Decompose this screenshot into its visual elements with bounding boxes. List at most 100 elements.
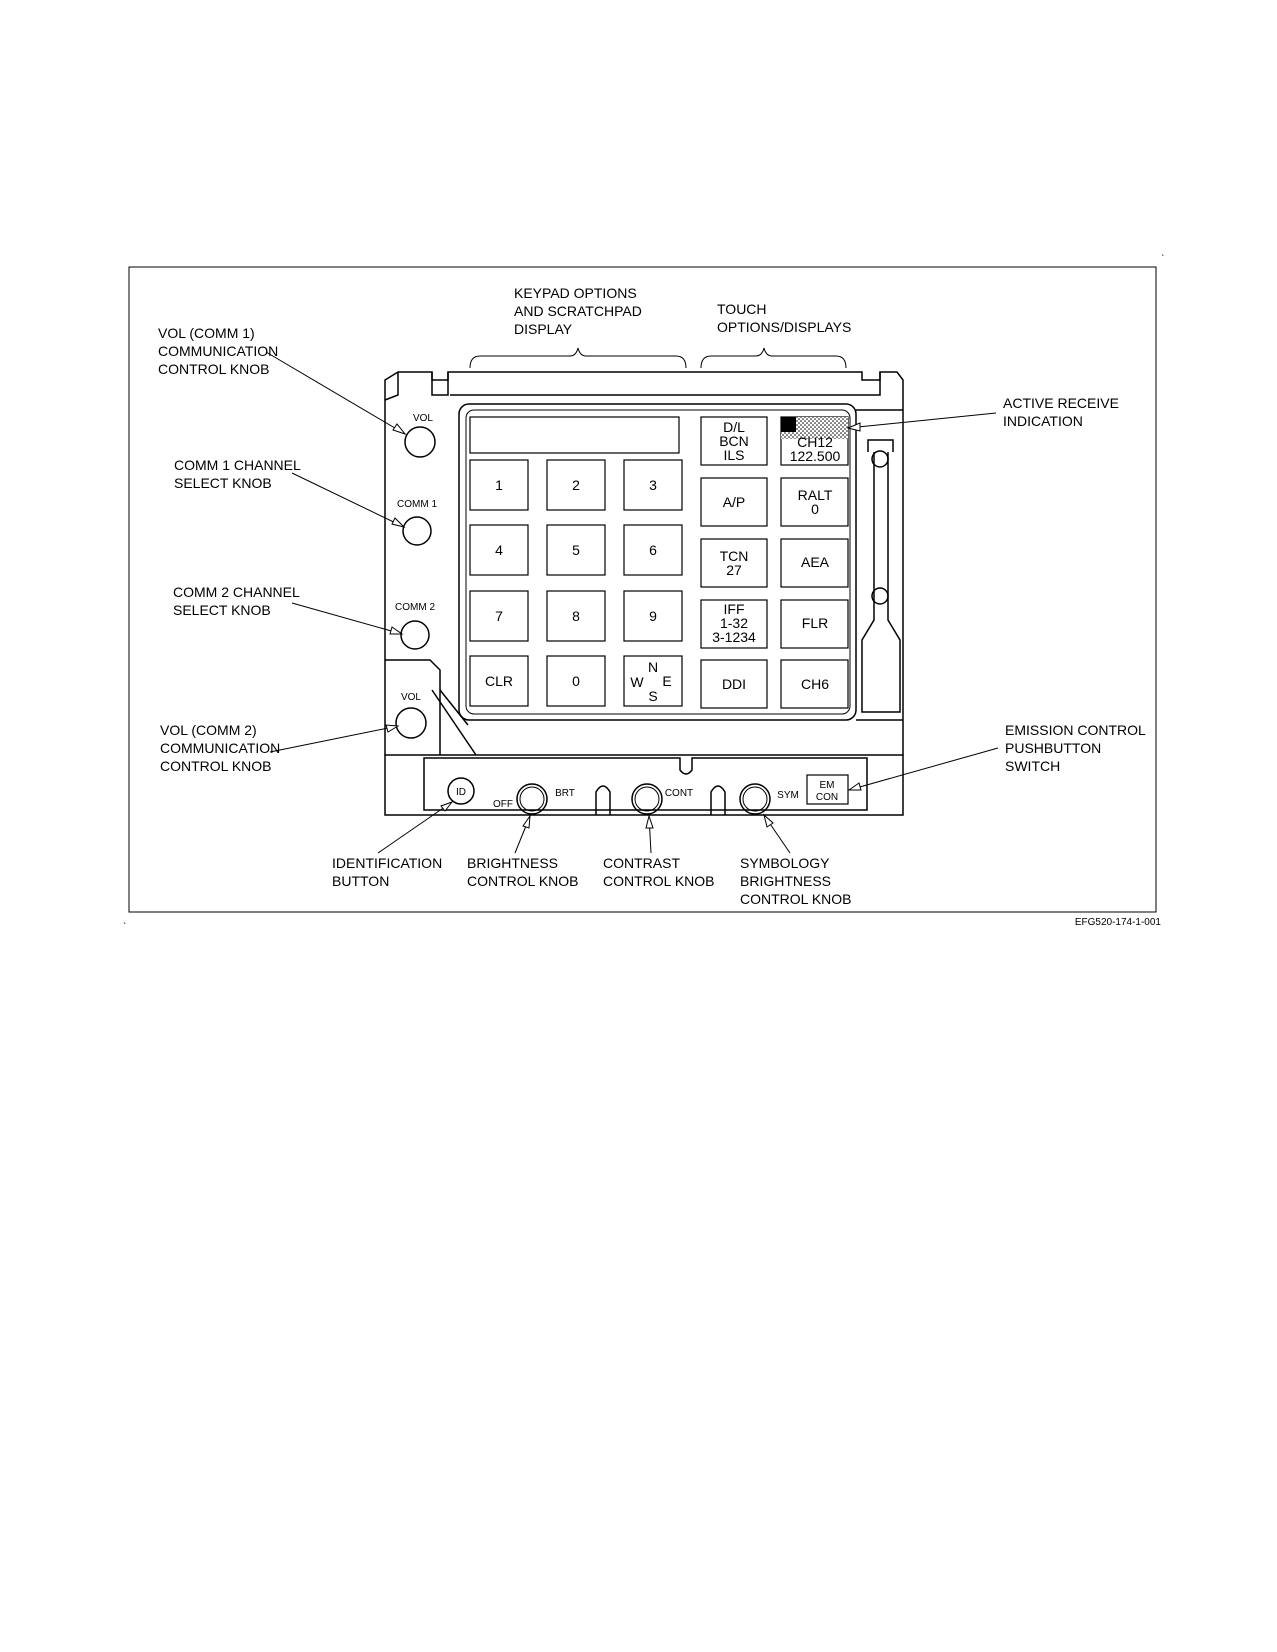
key-8[interactable]: 8 (546, 590, 606, 642)
comm1-channel-knob[interactable]: COMM 1 (397, 499, 437, 546)
label-emission-control: EMISSION CONTROL PUSHBUTTON SWITCH (1005, 722, 1146, 774)
figure-id: EFG520-174-1-001 (1075, 917, 1162, 928)
touch-key-flr[interactable]: FLR (780, 599, 849, 649)
key-2[interactable]: 2 (546, 459, 606, 511)
svg-text:CH12: CH12 (797, 434, 833, 450)
id-button[interactable]: ID (447, 777, 475, 805)
svg-text:DISPLAY: DISPLAY (514, 321, 573, 337)
touch-options: D/L BCN ILS CH12 122.500 A/P RALT 0 TCN … (700, 416, 849, 709)
svg-text:BCN: BCN (719, 433, 749, 449)
svg-text:CH6: CH6 (801, 676, 829, 692)
svg-text:PUSHBUTTON: PUSHBUTTON (1005, 740, 1101, 756)
label-active-receive: ACTIVE RECEIVE INDICATION (1003, 395, 1119, 429)
key-7[interactable]: 7 (469, 590, 529, 642)
svg-text:CONTROL KNOB: CONTROL KNOB (158, 361, 270, 377)
vol-comm1-knob[interactable]: VOL (404, 413, 436, 458)
label-comm1-channel: COMM 1 CHANNEL SELECT KNOB (174, 457, 301, 491)
comm2-channel-knob[interactable]: COMM 2 (395, 602, 435, 650)
svg-text:A/P: A/P (723, 494, 746, 510)
keypad: 1 2 3 4 5 6 7 8 9 CLR 0 N W E S (469, 459, 683, 707)
vol-bottom-label: VOL (401, 692, 421, 703)
off-label: OFF (493, 799, 513, 810)
svg-text:COMM 2 CHANNEL: COMM 2 CHANNEL (173, 584, 300, 600)
svg-text:IDENTIFICATION: IDENTIFICATION (332, 855, 442, 871)
svg-text:INDICATION: INDICATION (1003, 413, 1083, 429)
touch-key-ch12[interactable]: CH12 122.500 (780, 416, 849, 466)
label-contrast: CONTRAST CONTROL KNOB (603, 855, 715, 889)
svg-text:1-32: 1-32 (720, 615, 748, 631)
key-9[interactable]: 9 (623, 590, 683, 642)
svg-text:3-1234: 3-1234 (712, 629, 756, 645)
svg-text:CONTRAST: CONTRAST (603, 855, 680, 871)
scratchpad-display (469, 416, 680, 454)
svg-text:EMISSION CONTROL: EMISSION CONTROL (1005, 722, 1146, 738)
label-touch-options: TOUCH OPTIONS/DISPLAYS (717, 301, 851, 335)
sym-label: SYM (777, 790, 799, 801)
touch-key-iff[interactable]: IFF 1-32 3-1234 (700, 599, 768, 649)
figure-frame (128, 266, 1157, 913)
svg-text:SELECT KNOB: SELECT KNOB (174, 475, 272, 491)
touch-key-aea[interactable]: AEA (780, 538, 849, 588)
svg-text:5: 5 (572, 542, 580, 558)
touch-key-ch6[interactable]: CH6 (780, 659, 849, 709)
key-5[interactable]: 5 (546, 524, 606, 576)
vol-top-label: VOL (413, 413, 433, 424)
svg-text:`: ` (123, 921, 126, 933)
svg-text:TCN: TCN (720, 548, 749, 564)
emcon-button[interactable]: EM CON (806, 774, 849, 805)
touch-key-ddi[interactable]: DDI (700, 659, 768, 709)
svg-text:SYMBOLOGY: SYMBOLOGY (740, 855, 830, 871)
svg-text:KEYPAD OPTIONS: KEYPAD OPTIONS (514, 285, 637, 301)
svg-text:CONTROL KNOB: CONTROL KNOB (740, 891, 852, 907)
active-receive-indicator (781, 417, 796, 432)
label-symbology: SYMBOLOGY BRIGHTNESS CONTROL KNOB (740, 855, 852, 907)
touch-key-ap[interactable]: A/P (700, 477, 768, 527)
svg-text:AEA: AEA (801, 554, 830, 570)
contrast-knob[interactable] (631, 783, 663, 815)
svg-text:BRIGHTNESS: BRIGHTNESS (467, 855, 558, 871)
svg-text:6: 6 (649, 542, 657, 558)
svg-text:TOUCH: TOUCH (717, 301, 767, 317)
compass-n: N (648, 659, 658, 675)
label-identification: IDENTIFICATION BUTTON (332, 855, 442, 889)
svg-text:CLR: CLR (485, 673, 513, 689)
svg-text:OPTIONS/DISPLAYS: OPTIONS/DISPLAYS (717, 319, 851, 335)
label-keypad-options: KEYPAD OPTIONS AND SCRATCHPAD DISPLAY (514, 285, 642, 337)
svg-text:1: 1 (495, 477, 503, 493)
label-vol-comm1: VOL (COMM 1) COMMUNICATION CONTROL KNOB (158, 325, 278, 377)
brightness-knob[interactable] (516, 783, 548, 815)
svg-text:SWITCH: SWITCH (1005, 758, 1060, 774)
svg-text:122.500: 122.500 (790, 448, 841, 464)
svg-text:2: 2 (572, 477, 580, 493)
touch-key-dl[interactable]: D/L BCN ILS (700, 416, 768, 466)
svg-text:COMMUNICATION: COMMUNICATION (160, 740, 280, 756)
svg-text:SELECT KNOB: SELECT KNOB (173, 602, 271, 618)
svg-text:ACTIVE RECEIVE: ACTIVE RECEIVE (1003, 395, 1119, 411)
key-0[interactable]: 0 (546, 655, 606, 707)
unit-housing (384, 371, 904, 816)
vol-comm2-knob[interactable]: VOL (395, 692, 427, 739)
symbology-knob[interactable] (739, 783, 771, 815)
touch-key-tcn[interactable]: TCN 27 (700, 538, 768, 588)
svg-text:0: 0 (572, 673, 580, 689)
label-comm2-channel: COMM 2 CHANNEL SELECT KNOB (173, 584, 300, 618)
key-3[interactable]: 3 (623, 459, 683, 511)
svg-text:4: 4 (495, 542, 503, 558)
slot-1 (595, 785, 611, 815)
svg-text:RALT: RALT (798, 487, 833, 503)
svg-text:DDI: DDI (722, 676, 746, 692)
svg-text:ID: ID (456, 787, 466, 798)
svg-text:3: 3 (649, 477, 657, 493)
key-compass[interactable]: N W E S (623, 655, 683, 707)
key-clr[interactable]: CLR (469, 655, 529, 707)
touch-key-ralt[interactable]: RALT 0 (780, 477, 849, 527)
compass-e: E (662, 673, 671, 689)
key-1[interactable]: 1 (469, 459, 529, 511)
svg-text:FLR: FLR (802, 615, 828, 631)
key-6[interactable]: 6 (623, 524, 683, 576)
svg-text:7: 7 (495, 608, 503, 624)
key-4[interactable]: 4 (469, 524, 529, 576)
cont-label: CONT (665, 788, 693, 799)
svg-text:COMMUNICATION: COMMUNICATION (158, 343, 278, 359)
